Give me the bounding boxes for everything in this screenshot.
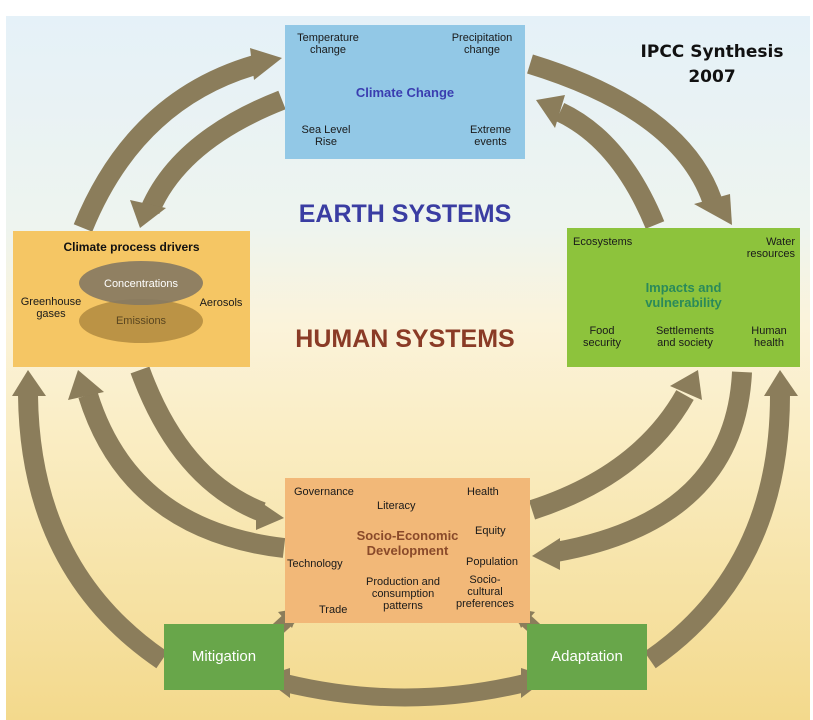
mitigation-label: Mitigation [191, 648, 257, 665]
source-label: IPCC Synthesis 2007 [622, 40, 802, 90]
population-label: Population [466, 556, 518, 568]
climate-process-drivers-box: Climate process drivers Concentrations E… [13, 231, 250, 367]
arrow-impacts-to-socio [532, 371, 752, 570]
climate-change-box: Temperature change Precipitation change … [285, 25, 525, 159]
precipitation-change-label: Precipitation change [451, 32, 513, 56]
arrow-mitigation-adaptation [262, 668, 549, 707]
drivers-title: Climate process drivers [63, 240, 200, 254]
water-resources-label: Water resources [746, 236, 795, 260]
temperature-change-label: Temperature change [297, 32, 359, 56]
socio-cultural-label: Socio- cultural preferences [455, 574, 515, 610]
health-label: Health [467, 486, 499, 498]
source-line-2: 2007 [688, 67, 736, 87]
human-systems-label: HUMAN SYSTEMS [295, 325, 515, 353]
adaptation-box: Adaptation [527, 624, 647, 690]
arrow-climate-to-impacts [527, 54, 732, 225]
production-consumption-label: Production and consumption patterns [366, 576, 440, 612]
emissions-ellipse [79, 299, 203, 343]
mitigation-box: Mitigation [164, 624, 284, 690]
climate-change-title: Climate Change [355, 85, 455, 100]
extreme-events-label: Extreme events [470, 124, 511, 148]
equity-label: Equity [475, 525, 506, 537]
aerosols-label: Aerosols [199, 297, 243, 309]
earth-systems-label: EARTH SYSTEMS [298, 200, 512, 228]
socio-economic-box: Governance Literacy Health Equity Socio-… [285, 478, 530, 623]
technology-label: Technology [287, 558, 343, 570]
ecosystems-label: Ecosystems [573, 236, 633, 248]
arrow-climate-to-drivers [130, 90, 286, 228]
impacts-vulnerability-box: Ecosystems Water resources Impacts and v… [567, 228, 800, 367]
arrow-socio-to-impacts [528, 370, 702, 520]
arrow-drivers-to-climate [73, 48, 282, 232]
food-security-label: Food security [583, 325, 621, 349]
arrow-adaptation-to-impacts [644, 370, 798, 669]
literacy-label: Literacy [377, 500, 416, 512]
arrow-drivers-to-socio [130, 366, 284, 530]
human-health-label: Human health [751, 325, 787, 349]
concentrations-label: Concentrations [104, 278, 178, 290]
source-line-1: IPCC Synthesis [640, 42, 784, 62]
adaptation-label: Adaptation [551, 648, 623, 665]
settlements-society-label: Settlements and society [655, 325, 715, 349]
socio-economic-title: Socio-Economic Development [356, 528, 459, 558]
impacts-title: Impacts and vulnerability [645, 280, 722, 310]
governance-label: Governance [294, 486, 354, 498]
arrow-mitigation-to-drivers [12, 370, 168, 669]
concentrations-ellipse [79, 261, 203, 305]
sea-level-rise-label: Sea Level Rise [301, 124, 351, 148]
trade-label: Trade [319, 604, 348, 616]
arrow-socio-to-drivers [68, 370, 286, 558]
emissions-label: Emissions [115, 315, 167, 327]
arrow-impacts-to-climate [536, 95, 665, 229]
greenhouse-gases-label: Greenhouse gases [20, 296, 82, 320]
